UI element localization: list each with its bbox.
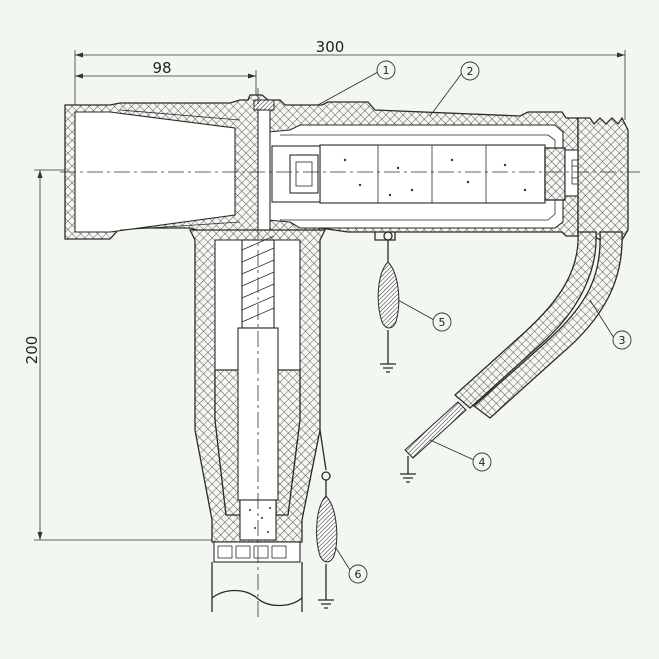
svg-text:4: 4 bbox=[479, 456, 486, 469]
svg-text:1: 1 bbox=[383, 64, 390, 77]
svg-text:3: 3 bbox=[619, 334, 626, 347]
dimension-98: 98 bbox=[75, 59, 257, 96]
callout-4: 4 bbox=[429, 439, 492, 472]
connector-body bbox=[64, 94, 629, 241]
svg-text:5: 5 bbox=[439, 316, 446, 329]
rear-boot bbox=[577, 116, 629, 241]
ground-strap-6 bbox=[316, 429, 338, 609]
callout-2: 2 bbox=[429, 61, 480, 117]
dimension-200: 200 bbox=[23, 169, 215, 541]
ground-braid-4 bbox=[400, 401, 467, 483]
callout-5: 5 bbox=[397, 299, 452, 332]
dimension-200-label: 200 bbox=[23, 336, 41, 365]
callout-1: 1 bbox=[317, 60, 396, 106]
dimension-98-label: 98 bbox=[152, 59, 171, 77]
svg-text:2: 2 bbox=[467, 65, 474, 78]
svg-text:6: 6 bbox=[355, 568, 362, 581]
surge-arrester-element bbox=[319, 144, 546, 204]
dimension-300-label: 300 bbox=[316, 38, 345, 56]
cable-jacket-band bbox=[213, 541, 301, 563]
dimension-300: 300 bbox=[74, 38, 626, 120]
ground-strap-5 bbox=[374, 231, 400, 373]
cable-3 bbox=[454, 231, 623, 419]
cable-entry-stem bbox=[188, 229, 327, 612]
callout-3: 3 bbox=[589, 299, 632, 350]
callout-6: 6 bbox=[335, 547, 368, 584]
